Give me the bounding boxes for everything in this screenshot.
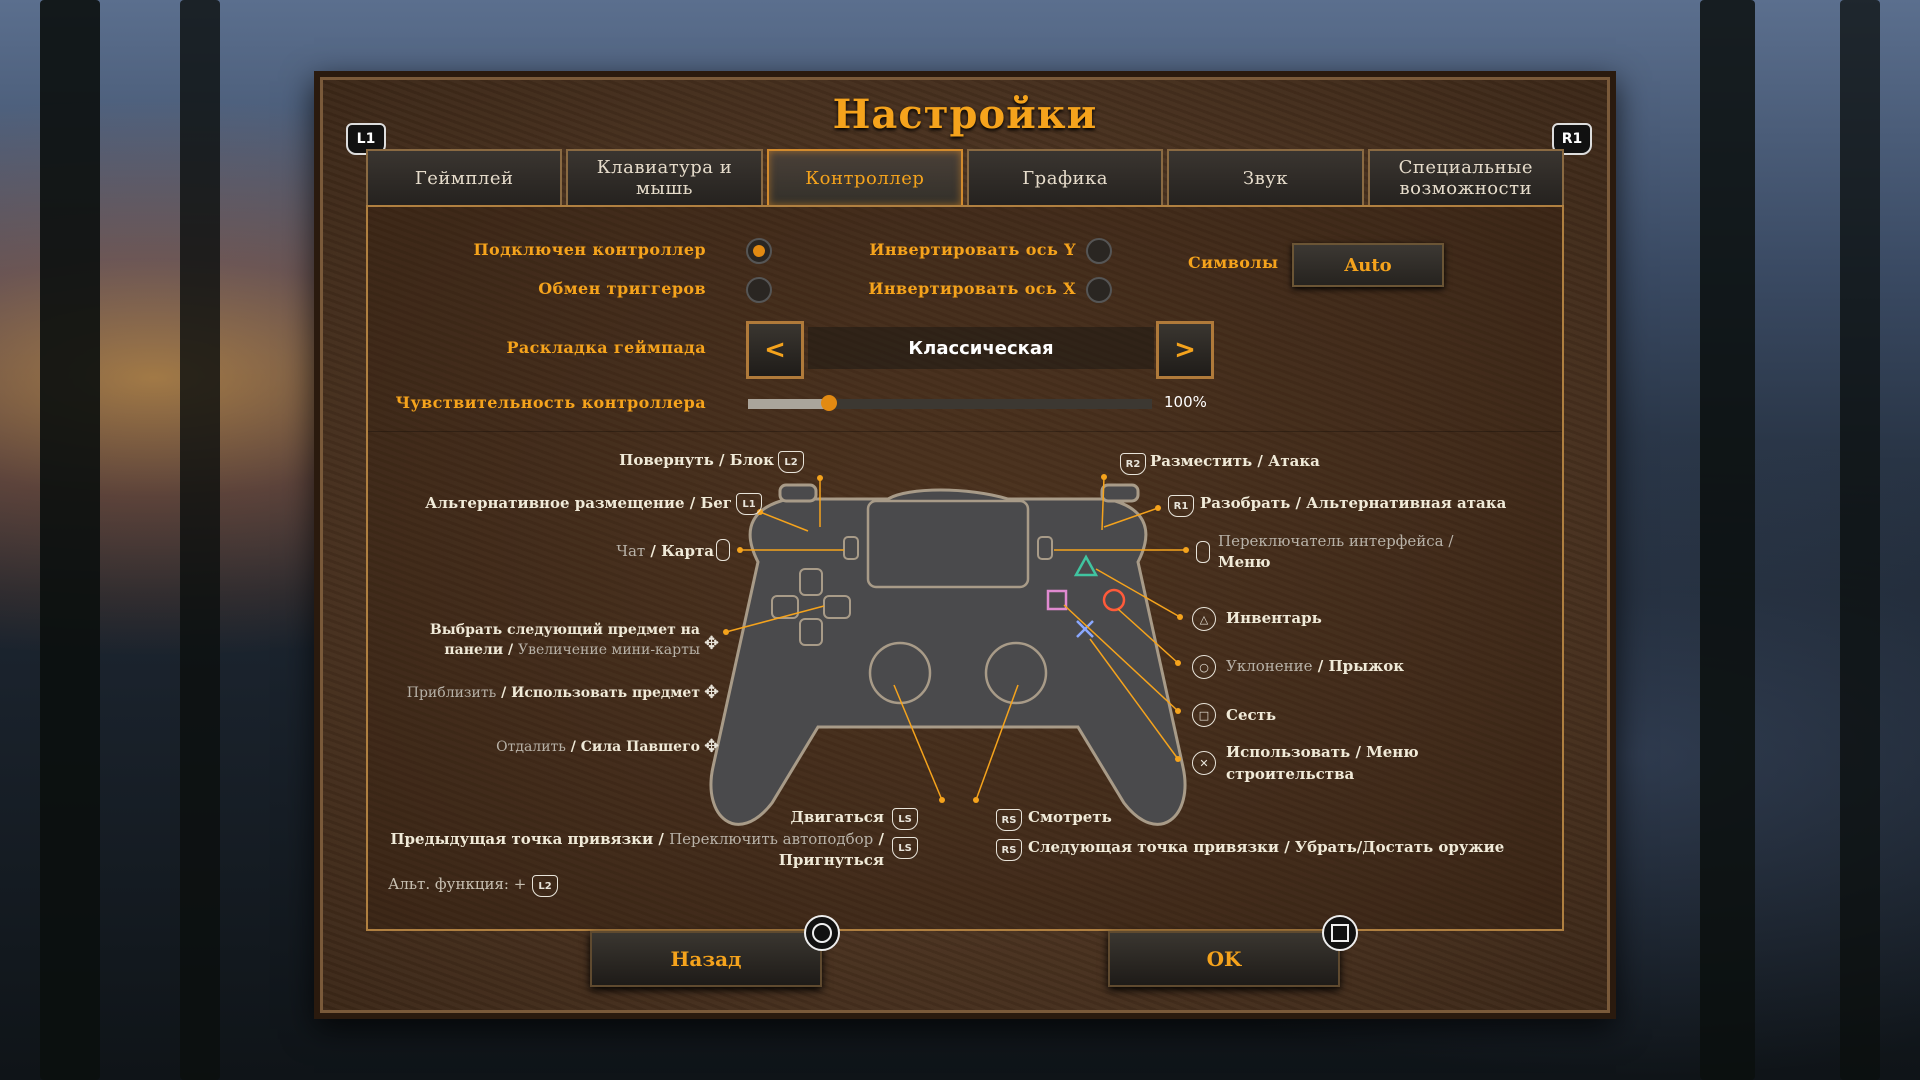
sensitivity-value: 100%	[1164, 393, 1207, 411]
r3-icon: RS	[996, 839, 1022, 861]
tab-graphics[interactable]: Графика	[966, 149, 1164, 205]
invert-x-label: Инвертировать ось X	[868, 279, 1076, 298]
ok-button[interactable]: OK	[1108, 931, 1340, 987]
binding-r1: Разобрать / Альтернативная атака	[1200, 494, 1507, 512]
gamepad-layout-label: Раскладка геймпада	[506, 338, 706, 357]
binding-triangle: Инвентарь	[1226, 609, 1322, 627]
r1-tab-hint[interactable]: R1	[1552, 123, 1592, 155]
circle-icon	[1102, 588, 1126, 612]
square-icon	[1046, 589, 1068, 611]
symbols-label: Символы	[1188, 253, 1279, 272]
triangle-button-icon: △	[1192, 607, 1216, 631]
binding-square: Сесть	[1226, 706, 1277, 724]
cross-button-icon: ✕	[1192, 751, 1216, 775]
binding-rs: Смотреть	[1028, 808, 1112, 826]
layout-prev-button[interactable]: <	[746, 321, 804, 379]
tab-accessibility[interactable]: Специальные возможности	[1367, 149, 1564, 205]
settings-panel: Настройки L1 R1 Геймплей Клавиатура и мы…	[314, 71, 1616, 1019]
invert-x-toggle[interactable]	[1086, 277, 1112, 303]
layout-value: Классическая	[808, 327, 1154, 369]
rs-icon: RS	[996, 809, 1022, 831]
ls-icon: LS	[892, 808, 918, 830]
sensitivity-slider[interactable]	[748, 395, 1152, 411]
l1-icon: L1	[736, 493, 762, 515]
tab-gameplay[interactable]: Геймплей	[366, 149, 563, 205]
divider	[368, 431, 1562, 432]
controller-diagram	[709, 474, 1189, 826]
cross-icon	[1076, 620, 1094, 638]
options-icon	[1196, 541, 1210, 563]
invert-y-label: Инвертировать ось Y	[869, 240, 1076, 259]
swap-triggers-toggle[interactable]	[746, 277, 772, 303]
back-button[interactable]: Назад	[590, 931, 822, 987]
back-hint-circle-icon	[804, 915, 840, 951]
binding-dpad-left-right: Выбрать следующий предмет на панели / Ув…	[429, 622, 700, 658]
binding-ls: Двигаться	[790, 808, 885, 826]
binding-options: Переключатель интерфейса / Меню	[1218, 532, 1454, 571]
l3-icon: LS	[892, 837, 918, 859]
triangle-icon	[1073, 554, 1099, 577]
tab-keyboard-mouse[interactable]: Клавиатура и мышь	[566, 149, 763, 205]
binding-dpad-up: Приблизить / Использовать предмет	[406, 685, 700, 701]
background-tree	[1700, 0, 1755, 1080]
controller-connected-label: Подключен контроллер	[473, 240, 706, 259]
dpad	[771, 568, 851, 646]
leader-lines	[725, 476, 1186, 801]
binding-cross: Использовать / Меню строительства	[1226, 743, 1419, 783]
touchpad	[866, 499, 1030, 589]
touchpad-icon	[716, 539, 730, 561]
l2-icon: L2	[778, 451, 804, 473]
page-title: Настройки	[832, 91, 1098, 138]
left-stick	[868, 641, 932, 705]
controller-settings-content: Подключен контроллер Обмен триггеров Инв…	[366, 205, 1564, 931]
circle-button-icon: ○	[1192, 655, 1216, 679]
sensitivity-handle[interactable]	[820, 395, 837, 411]
ok-hint-square-icon	[1322, 915, 1358, 951]
tab-controller[interactable]: Контроллер	[766, 149, 963, 205]
background-tree	[40, 0, 100, 1080]
binding-circle: Уклонение / Прыжок	[1226, 657, 1405, 675]
swap-triggers-label: Обмен триггеров	[538, 279, 706, 298]
controller-connected-toggle[interactable]	[746, 238, 772, 264]
binding-dpad-down: Отдалить / Сила Павшего	[496, 739, 700, 755]
binding-l1: Альтернативное размещение / Бег	[425, 494, 732, 512]
symbols-button[interactable]: Auto	[1292, 243, 1444, 287]
dpad-left-right-icon: ✥	[704, 633, 720, 654]
right-stick	[984, 641, 1048, 705]
tab-bar: Геймплей Клавиатура и мышь Контроллер Гр…	[366, 149, 1564, 205]
binding-share: Чат / Карта	[616, 542, 714, 560]
leader-dots	[723, 474, 1189, 803]
binding-r3: Следующая точка привязки / Убрать/Достат…	[1028, 838, 1505, 856]
dpad-down-icon: ✥	[704, 736, 720, 757]
binding-l3: Предыдущая точка привязки / Переключить …	[390, 830, 884, 869]
layout-next-button[interactable]: >	[1156, 321, 1214, 379]
r1-icon: R1	[1168, 495, 1194, 517]
binding-l2: Повернуть / Блок	[619, 451, 774, 469]
sensitivity-fill	[748, 399, 829, 409]
alt-function-label: Альт. функция: +	[388, 875, 527, 893]
background-tree	[180, 0, 220, 1080]
dpad-up-icon: ✥	[704, 682, 720, 703]
background-tree	[1840, 0, 1880, 1080]
sensitivity-label: Чувствительность контроллера	[395, 393, 706, 412]
r2-icon: R2	[1120, 453, 1146, 475]
invert-y-toggle[interactable]	[1086, 238, 1112, 264]
alt-function-l2-icon: L2	[532, 875, 558, 897]
binding-r2: Разместить / Атака	[1150, 452, 1320, 470]
square-button-icon: □	[1192, 703, 1216, 727]
tab-sound[interactable]: Звук	[1167, 149, 1364, 205]
